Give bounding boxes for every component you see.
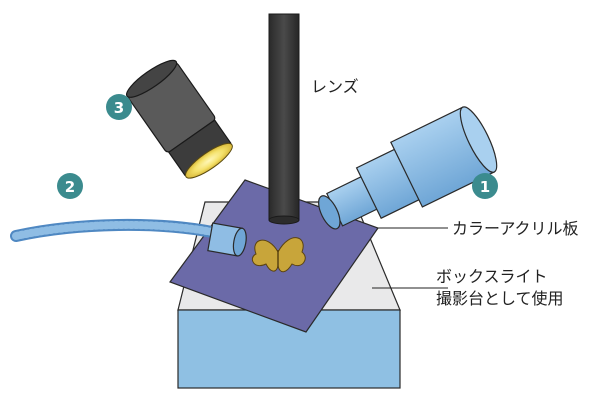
lens-tube xyxy=(268,13,300,225)
fiber-light-icon xyxy=(10,218,247,257)
box-light-label: ボックスライト xyxy=(436,267,548,286)
acrylic-board-label: カラーアクリル板 xyxy=(452,219,579,238)
svg-text:1: 1 xyxy=(480,178,490,196)
butterfly-specimen-icon xyxy=(251,237,306,273)
spot-lamp-icon xyxy=(318,106,498,230)
marker-3: 3 xyxy=(106,94,132,120)
lens-label: レンズ xyxy=(311,77,359,96)
box-light-sublabel: 撮影台として使用 xyxy=(436,289,564,308)
svg-text:2: 2 xyxy=(65,178,75,196)
svg-text:3: 3 xyxy=(114,99,124,117)
desk-lamp-icon xyxy=(125,59,233,179)
marker-2: 2 xyxy=(57,173,83,199)
marker-1: 1 xyxy=(472,173,498,199)
